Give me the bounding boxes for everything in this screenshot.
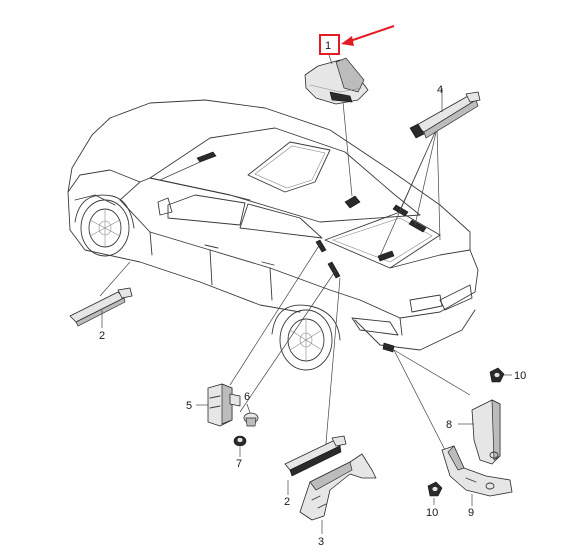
label-part-5: 5 xyxy=(186,400,192,412)
part-10-nut-lower xyxy=(427,481,443,505)
part-2-antenna-bar-left xyxy=(69,287,133,328)
part-2-antenna-bar-lower xyxy=(284,435,347,495)
label-part-3: 3 xyxy=(318,536,324,548)
part-3-bracket xyxy=(299,453,377,534)
label-part-2-left: 2 xyxy=(99,330,105,342)
label-part-1: 1 xyxy=(325,40,331,52)
arrow-head-icon xyxy=(341,36,354,46)
part-1-roof-antenna xyxy=(304,57,369,105)
part-8-module xyxy=(458,399,501,465)
label-part-2-lower: 2 xyxy=(284,496,290,508)
part-5-connector-block xyxy=(196,383,241,427)
part-10-nut-upper xyxy=(489,367,512,383)
highlight-box xyxy=(319,34,340,55)
callout-1-highlight[interactable]: 1 xyxy=(319,34,340,65)
part-9-bracket xyxy=(441,445,513,506)
label-part-10-lower: 10 xyxy=(426,507,438,519)
label-part-6: 6 xyxy=(244,391,250,403)
leader-lines xyxy=(99,101,471,456)
label-part-10-upper: 10 xyxy=(514,370,526,382)
label-part-9: 9 xyxy=(468,507,474,519)
part-7-nut xyxy=(233,435,247,457)
red-arrow xyxy=(341,25,395,46)
label-part-7: 7 xyxy=(236,458,242,470)
label-part-4: 4 xyxy=(437,84,443,96)
part-6-grommet xyxy=(243,403,259,427)
car-outline xyxy=(67,99,479,371)
part-4-amplifier-strip xyxy=(409,88,481,139)
label-part-8: 8 xyxy=(446,419,452,431)
